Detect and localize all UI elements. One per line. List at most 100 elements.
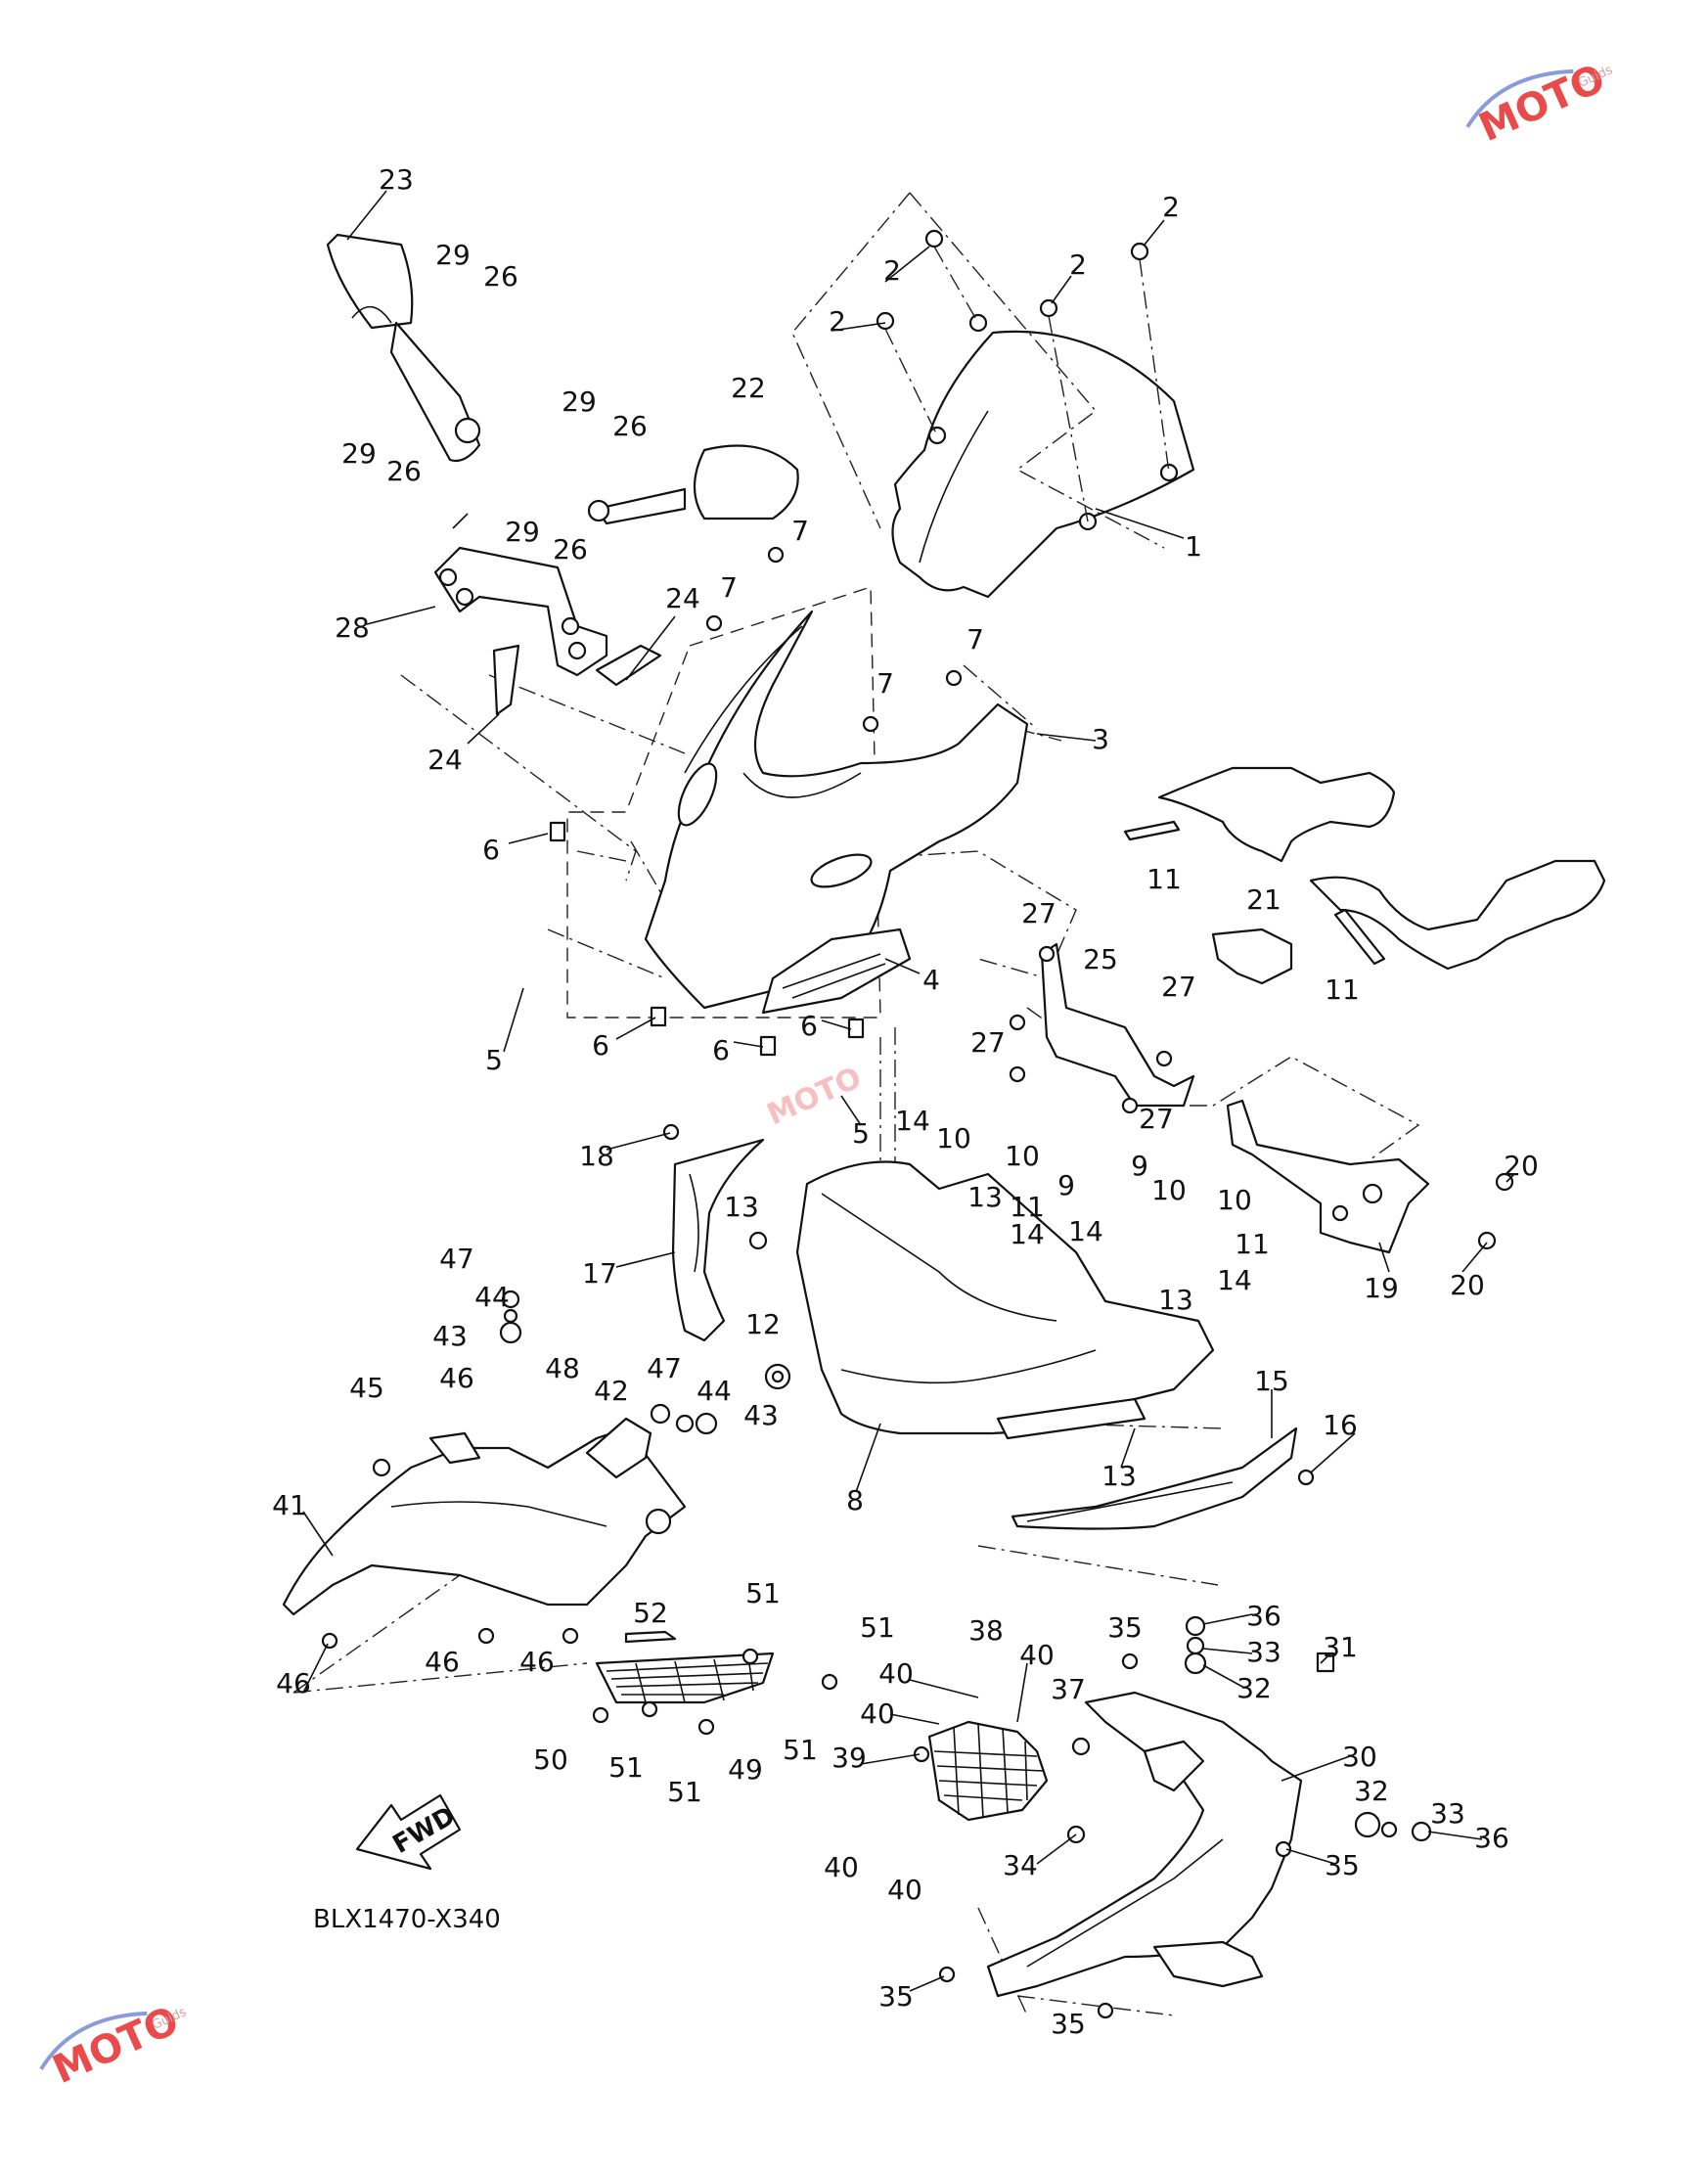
forward-direction-arrow: FWD — [355, 1793, 462, 1871]
front-cowling — [566, 586, 1029, 1019]
callout-14: 14 — [1068, 1215, 1103, 1247]
watermark-logo-bottom: MOTO Guids — [39, 1998, 189, 2093]
diagram-reference-code: BLX1470-X340 — [313, 1905, 501, 1934]
callout-18: 18 — [579, 1140, 614, 1172]
callout-26: 26 — [612, 410, 648, 442]
mirror-right — [587, 444, 799, 525]
callout-8: 8 — [846, 1484, 864, 1517]
callout-11: 11 — [1235, 1228, 1270, 1260]
callout-19: 19 — [1364, 1272, 1399, 1304]
callout-6: 6 — [592, 1029, 609, 1062]
callout-44: 44 — [474, 1281, 510, 1313]
callout-9: 9 — [1131, 1150, 1148, 1182]
callout-29: 29 — [505, 516, 540, 548]
callout-7: 7 — [966, 623, 984, 656]
mirror-left — [326, 233, 481, 463]
watermark-text: MOTO — [762, 1061, 867, 1132]
callout-16: 16 — [1323, 1409, 1358, 1441]
callout-29: 29 — [435, 239, 471, 271]
callout-2: 2 — [883, 254, 901, 287]
callout-51: 51 — [860, 1611, 895, 1644]
callout-41: 41 — [272, 1489, 307, 1521]
callout-24: 24 — [427, 744, 463, 776]
windscreen-bolts — [876, 229, 1170, 522]
cowling-stay — [1009, 942, 1195, 1108]
callout-43: 43 — [743, 1399, 779, 1431]
windscreen — [891, 313, 1195, 599]
callout-23: 23 — [379, 163, 414, 196]
callout-46: 46 — [519, 1646, 555, 1678]
callout-35: 35 — [878, 1980, 914, 2013]
callout-51: 51 — [783, 1734, 818, 1766]
callout-5: 5 — [485, 1044, 503, 1076]
callout-10: 10 — [936, 1122, 971, 1154]
callout-40: 40 — [878, 1657, 914, 1690]
callout-27: 27 — [1161, 971, 1196, 1003]
callout-14: 14 — [895, 1105, 930, 1137]
callout-52: 52 — [633, 1597, 668, 1629]
callout-34: 34 — [1003, 1849, 1038, 1881]
callout-22: 22 — [731, 372, 766, 404]
callout-25: 25 — [1083, 943, 1118, 975]
callout-33: 33 — [1246, 1636, 1281, 1668]
callout-11: 11 — [1010, 1191, 1045, 1223]
callout-20: 20 — [1504, 1150, 1539, 1182]
callout-6: 6 — [800, 1010, 818, 1042]
callout-1: 1 — [1185, 530, 1202, 563]
callout-47: 47 — [647, 1352, 682, 1384]
under-cowl-front — [795, 1160, 1215, 1440]
callout-14: 14 — [1010, 1218, 1045, 1250]
callout-37: 37 — [1051, 1673, 1086, 1705]
callout-4: 4 — [922, 964, 940, 996]
callout-51: 51 — [745, 1577, 781, 1609]
callout-29: 29 — [562, 385, 597, 418]
callout-35: 35 — [1051, 2008, 1086, 2040]
callout-32: 32 — [1236, 1672, 1272, 1704]
callout-26: 26 — [553, 533, 588, 566]
callout-14: 14 — [1217, 1264, 1252, 1296]
callout-40: 40 — [824, 1851, 859, 1883]
callout-10: 10 — [1005, 1140, 1040, 1172]
callout-50: 50 — [533, 1743, 568, 1776]
bracket-small — [1211, 928, 1293, 985]
callout-13: 13 — [1158, 1284, 1193, 1316]
callout-26: 26 — [483, 260, 518, 293]
callout-7: 7 — [876, 667, 894, 700]
cowling-bracket — [1226, 1099, 1430, 1254]
callout-20: 20 — [1450, 1269, 1485, 1301]
callout-2: 2 — [829, 305, 846, 338]
callout-46: 46 — [439, 1362, 474, 1394]
callout-30: 30 — [1342, 1741, 1377, 1773]
callout-43: 43 — [432, 1320, 468, 1352]
callout-28: 28 — [335, 611, 370, 644]
inner-panel-lower — [1309, 859, 1606, 971]
callout-6: 6 — [482, 834, 500, 866]
callout-46: 46 — [425, 1646, 460, 1678]
callout-11: 11 — [1325, 973, 1360, 1006]
callout-45: 45 — [349, 1372, 384, 1404]
mesh-grille-left — [595, 1630, 775, 1704]
callout-42: 42 — [594, 1375, 629, 1407]
callout-39: 39 — [832, 1742, 867, 1774]
mesh-grille-right — [927, 1720, 1049, 1822]
watermark-logo-top: MOTO Guids — [1465, 56, 1615, 151]
callout-13: 13 — [724, 1191, 759, 1223]
callout-31: 31 — [1323, 1631, 1358, 1663]
callout-44: 44 — [697, 1375, 732, 1407]
callout-51: 51 — [667, 1776, 702, 1808]
callout-7: 7 — [720, 571, 738, 604]
air-duct — [761, 928, 912, 1015]
callout-13: 13 — [1101, 1460, 1137, 1492]
callout-40: 40 — [887, 1874, 922, 1906]
callout-26: 26 — [386, 455, 422, 487]
callout-5: 5 — [852, 1117, 870, 1150]
callout-27: 27 — [970, 1026, 1006, 1059]
callout-7: 7 — [791, 515, 809, 547]
callout-12: 12 — [745, 1308, 781, 1340]
callout-36: 36 — [1474, 1822, 1509, 1854]
callout-2: 2 — [1069, 249, 1087, 281]
callout-17: 17 — [582, 1257, 617, 1290]
callout-51: 51 — [608, 1751, 644, 1784]
